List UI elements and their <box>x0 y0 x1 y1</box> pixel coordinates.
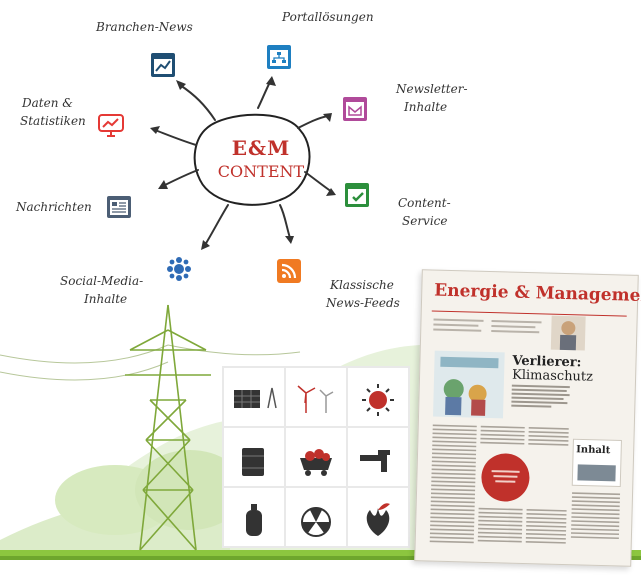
tile-gas-bottle <box>224 488 284 546</box>
monitor-graph-icon <box>98 112 124 138</box>
newspaper-section: Inhalt <box>576 444 611 457</box>
tile-coal-cart <box>286 428 346 486</box>
label-portalloesungen: Portallösungen <box>282 10 374 24</box>
label-content-1: Content- <box>398 196 451 210</box>
tile-sun <box>348 368 408 426</box>
trend-chart-icon <box>150 52 176 78</box>
rss-icon <box>276 258 302 284</box>
tile-nuclear <box>286 488 346 546</box>
label-newsletter-2: Inhalte <box>404 100 448 114</box>
center-subtitle: CONTENT <box>217 162 305 181</box>
news-document-icon <box>106 194 132 220</box>
tile-biogas <box>348 488 408 546</box>
tile-oil-barrel <box>224 428 284 486</box>
newspaper-cover: Energie & Management <box>414 269 641 567</box>
label-newsletter-1: Newsletter- <box>396 82 468 96</box>
tile-solar <box>224 368 284 426</box>
newspaper-layout <box>429 315 622 544</box>
label-social-1: Social-Media- <box>60 274 144 288</box>
window-check-icon <box>344 182 370 208</box>
label-nachrichten: Nachrichten <box>16 200 92 214</box>
pylon-illustration <box>125 304 211 551</box>
label-daten-1: Daten & <box>22 96 73 110</box>
people-network-icon <box>166 256 192 282</box>
label-content-2: Service <box>402 214 448 228</box>
newspaper-headline: Verlierer:Klimaschutz <box>511 353 594 385</box>
energy-grid <box>222 366 410 548</box>
center-title: E&M <box>231 136 291 160</box>
label-daten-2: Statistiken <box>20 114 86 128</box>
label-social-2: Inhalte <box>84 292 128 306</box>
sitemap-icon <box>266 44 292 70</box>
envelope-icon <box>342 96 368 122</box>
tile-wind <box>286 368 346 426</box>
label-rss-2: News-Feeds <box>326 296 400 310</box>
label-rss-1: Klassische <box>330 278 394 292</box>
tile-gas-pipe <box>348 428 408 486</box>
label-branchen-news: Branchen-News <box>96 20 193 34</box>
